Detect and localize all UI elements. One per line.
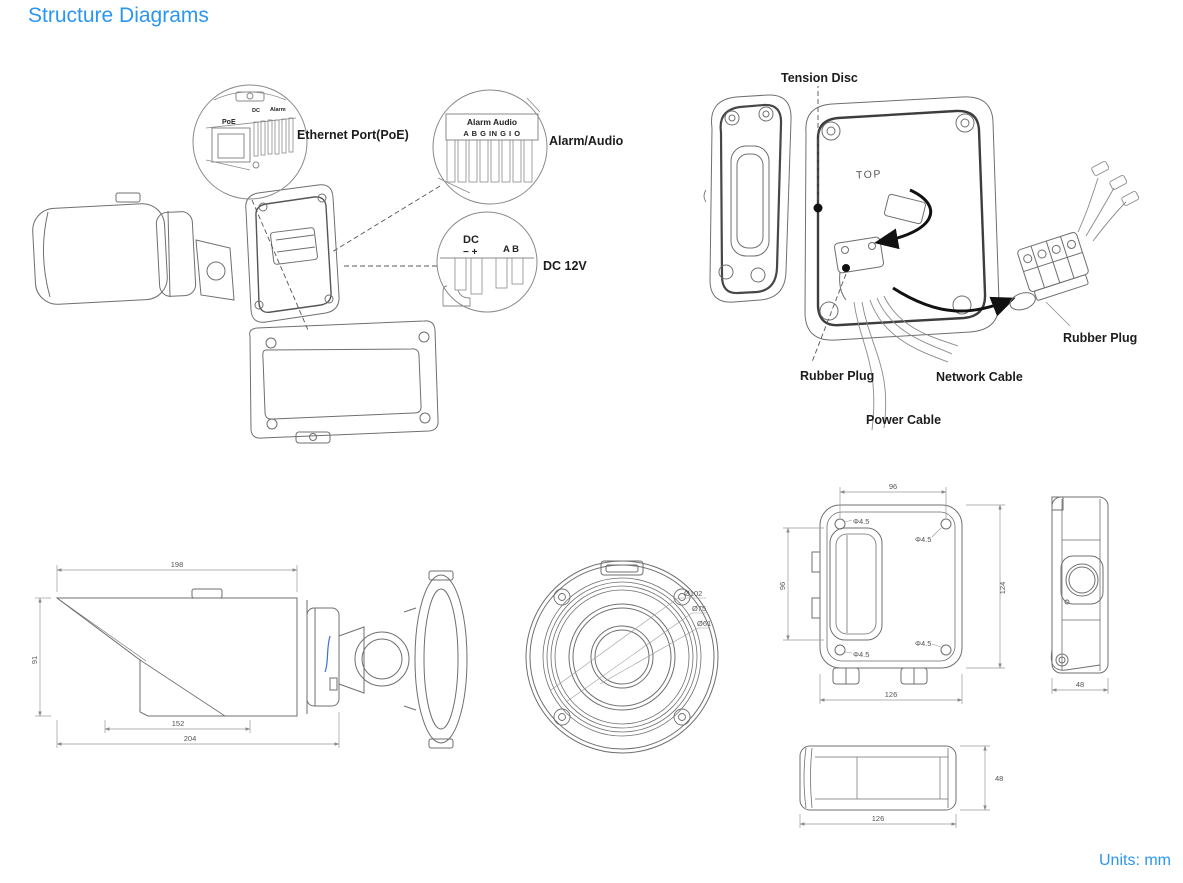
camera-side-dimensions: 198 91 152 204 [30,560,340,748]
dim-side-left: 91 [30,656,39,664]
camera-side-view [55,570,468,749]
ethernet-callout-label: Ethernet Port(PoE) [297,128,409,142]
dc-ab: A B [503,244,519,255]
box-front-dimensions: 96 96 124 126 [778,482,1007,704]
cables [853,160,1140,431]
dim-boxbottom-width: 126 [872,814,885,823]
dim-hole-2: Φ4.5 [915,535,931,544]
box-bottom-view [799,745,957,811]
page-title: Structure Diagrams [28,4,209,27]
dim-side-b2: 204 [184,734,197,743]
wiring-arrows [874,188,1016,317]
dim-boxside-bottom: 48 [1076,680,1084,689]
box-bottom-dimensions: 48 126 [799,745,1003,828]
dim-front-outer: Ø102 [684,589,702,598]
dc-header: DC [463,234,479,246]
alarm-audio-pins: A B G IN G I O [463,129,520,138]
dim-hole-1: Φ4.5 [853,517,869,526]
alarm-audio-detail-circle: Alarm Audio A B G IN G I O [432,89,548,205]
dim-boxfront-left: 96 [778,582,787,590]
wiring-leaders [811,86,847,363]
detail-leader-lines [251,185,441,331]
box-front-view: Φ4.5 Φ4.5 Φ4.5 Φ4.5 [811,504,963,685]
box-side-view [1050,496,1109,674]
dim-boxfront-right: 124 [998,582,1007,595]
dim-side-b1: 152 [172,719,185,728]
wiring-box-lid [703,94,792,303]
detail-alarm-label: Alarm [270,107,286,113]
detail-poe-label: PoE [222,119,236,126]
camera-isometric-view [32,192,235,305]
network-cable-label: Network Cable [936,370,1023,384]
dim-boxfront-top: 96 [889,482,897,491]
top-marking: TOP [856,168,882,181]
ethernet-detail-circle: PoE DC Alarm [192,84,308,200]
power-cable-label: Power Cable [866,413,941,427]
box-side-dimensions: 48 [1051,678,1109,694]
terminal-block [1009,232,1089,311]
dim-side-top: 198 [171,560,184,569]
alarm-audio-header: Alarm Audio [467,117,517,127]
junction-box-isometric-view [245,184,439,444]
dim-front-inner: Ø61 [697,619,711,628]
dim-boxfront-bottom: 126 [885,690,898,699]
dc-detail-circle: DC − + A B [436,211,538,313]
dim-hole-4: Φ4.5 [853,650,869,659]
alarm-audio-callout-label: Alarm/Audio [549,134,624,148]
dim-hole-3: Φ4.5 [915,639,931,648]
detail-dc-label: DC [252,108,260,114]
rubber-plug-right-label: Rubber Plug [1063,331,1137,345]
rubber-plug-left-label: Rubber Plug [800,369,874,383]
dim-boxbottom-right: 48 [995,774,1003,783]
wiring-box-body [804,96,1000,341]
dc-polarity: − + [463,247,478,258]
dim-front-mid: Ø75 [692,604,706,613]
tension-disc-label: Tension Disc [781,71,858,85]
dc12v-callout-label: DC 12V [543,259,587,273]
camera-front-view: Ø102 Ø75 Ø61 [525,560,719,754]
units-label: Units: mm [1099,852,1171,869]
